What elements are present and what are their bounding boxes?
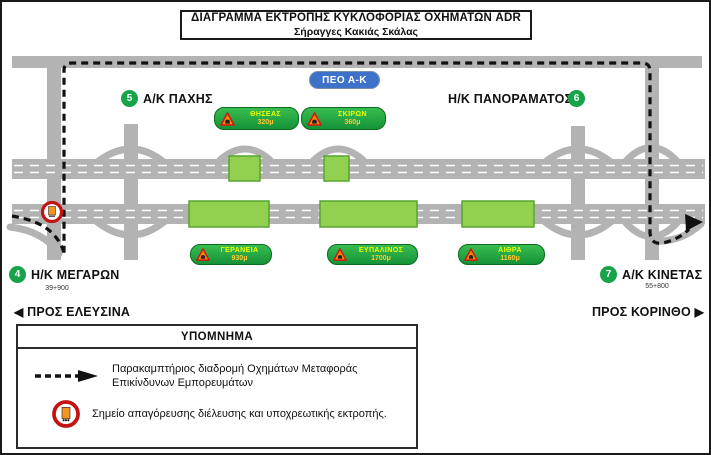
- interchange-label-kineta: Α/Κ ΚΙΝΕΤΑΣ: [622, 268, 703, 282]
- tunnel-badge-gerania: ΓΕΡΑΝΕΙΑ 930μ: [190, 244, 272, 265]
- tunnel-segment-aithra: [461, 200, 535, 228]
- tunnel-warning-icon: [333, 248, 347, 261]
- chainage-megara: 39+900: [45, 285, 69, 292]
- interchange-number-pachi: 5: [121, 90, 138, 107]
- diagram-title-box: ΔΙΑΓΡΑΜΜΑ ΕΚΤΡΟΠΗΣ ΚΥΚΛΟΦΟΡΙΑΣ ΟΧΗΜΑΤΩΝ …: [180, 10, 532, 40]
- tunnel-badge-thiseas: ΘΗΣΕΑΣ 320μ: [214, 107, 299, 130]
- tunnel-name: ΣΚΙΡΩΝ: [338, 110, 367, 118]
- highway-upper-carriageway: [12, 159, 705, 179]
- direction-text: ΠΡΟΣ ΚΟΡΙΝΘΟ: [591, 305, 691, 319]
- tunnel-warning-icon: [196, 248, 210, 261]
- legend-item-route: Παρακαμπτήριος διαδρομή Οχημάτων Μεταφορ…: [30, 362, 357, 391]
- interchange-label-panorama: Η/Κ ΠΑΝΟΡΑΜΑΤΟΣ: [448, 92, 573, 106]
- dashed-route-arrow-icon: [35, 370, 98, 383]
- legend-route-text: Παρακαμπτήριος διαδρομή Οχημάτων Μεταφορ…: [112, 363, 358, 390]
- tunnel-badge-skiron: ΣΚΙΡΩΝ 360μ: [301, 107, 386, 130]
- left-arrow-icon: ◀: [14, 305, 24, 319]
- interchange-number-kineta: 7: [600, 266, 617, 283]
- tunnel-warning-icon: [220, 111, 235, 126]
- panorama-vertical-road: [571, 126, 585, 260]
- tunnel-segments: [188, 155, 535, 228]
- interchange-number-panorama: 6: [568, 90, 585, 107]
- legend-box: ΥΠΟΜΝΗΜΑ Παρακαμπτήριος διαδρομή Οχημάτω…: [16, 324, 418, 449]
- legend-item-sign: Σημείο απαγόρευσης διέλευσης και υποχρεω…: [30, 400, 387, 428]
- no-entry-adr-sign-icon: [52, 400, 80, 428]
- tunnel-length: 360μ: [344, 118, 361, 126]
- tunnel-badge-aithra: ΑΙΘΡΑ 1160μ: [458, 244, 545, 265]
- chainage-kineta: 55+800: [645, 283, 669, 290]
- tunnel-length: 930μ: [231, 254, 248, 262]
- tunnel-segment-thiseas: [228, 155, 261, 182]
- direction-label-korinthos: ΠΡΟΣ ΚΟΡΙΝΘΟ ▶: [522, 305, 704, 319]
- tunnel-name: ΑΙΘΡΑ: [498, 246, 522, 254]
- pachi-vertical-road: [124, 124, 138, 260]
- tunnel-warning-icon: [307, 111, 322, 126]
- old-national-road: [12, 56, 702, 68]
- portal-arc-skiron: [310, 145, 367, 164]
- peo-road-badge: ΠΕΟ Α-Κ: [309, 71, 380, 89]
- interchange-number-megara: 4: [9, 266, 26, 283]
- no-entry-adr-sign-icon: [40, 200, 64, 224]
- tunnel-name: ΘΗΣΕΑΣ: [249, 110, 282, 118]
- tunnel-length: 1160μ: [500, 254, 520, 262]
- interchange-label-megara: Η/Κ ΜΕΓΑΡΩΝ: [31, 268, 120, 282]
- tunnel-segment-gerania: [188, 200, 270, 228]
- legend-header: ΥΠΟΜΝΗΜΑ: [18, 326, 416, 349]
- diagram-subtitle: Σήραγγες Κακιάς Σκάλας: [294, 25, 418, 38]
- diagram-title: ΔΙΑΓΡΑΜΜΑ ΕΚΤΡΟΠΗΣ ΚΥΚΛΟΦΟΡΙΑΣ ΟΧΗΜΑΤΩΝ …: [191, 11, 521, 24]
- tunnel-segment-skiron: [323, 155, 350, 182]
- direction-label-elefsina: ◀ ΠΡΟΣ ΕΛΕΥΣΙΝΑ: [14, 305, 130, 319]
- right-arrow-icon: ▶: [694, 305, 704, 319]
- interchange-label-pachi: Α/Κ ΠΑΧΗΣ: [143, 92, 213, 106]
- tunnel-name: ΓΕΡΑΝΕΙΑ: [220, 246, 259, 254]
- tunnel-segment-efpalinos: [319, 200, 418, 228]
- legend-sign-text: Σημείο απαγόρευσης διέλευσης και υποχρεω…: [92, 407, 387, 420]
- portal-arc-thiseas: [216, 145, 274, 164]
- direction-text: ΠΡΟΣ ΕΛΕΥΣΙΝΑ: [27, 305, 131, 319]
- tunnel-warning-icon: [464, 248, 478, 261]
- tunnel-length: 1700μ: [371, 254, 391, 262]
- tunnel-badge-efpalinos: ΕΥΠΑΛΙΝΟΣ 1700μ: [327, 244, 418, 265]
- route-arrowhead-icon: [685, 214, 703, 231]
- kineta-vertical-road: [645, 56, 659, 260]
- tunnel-name: ΕΥΠΑΛΙΝΟΣ: [358, 246, 404, 254]
- tunnel-length: 320μ: [257, 118, 274, 126]
